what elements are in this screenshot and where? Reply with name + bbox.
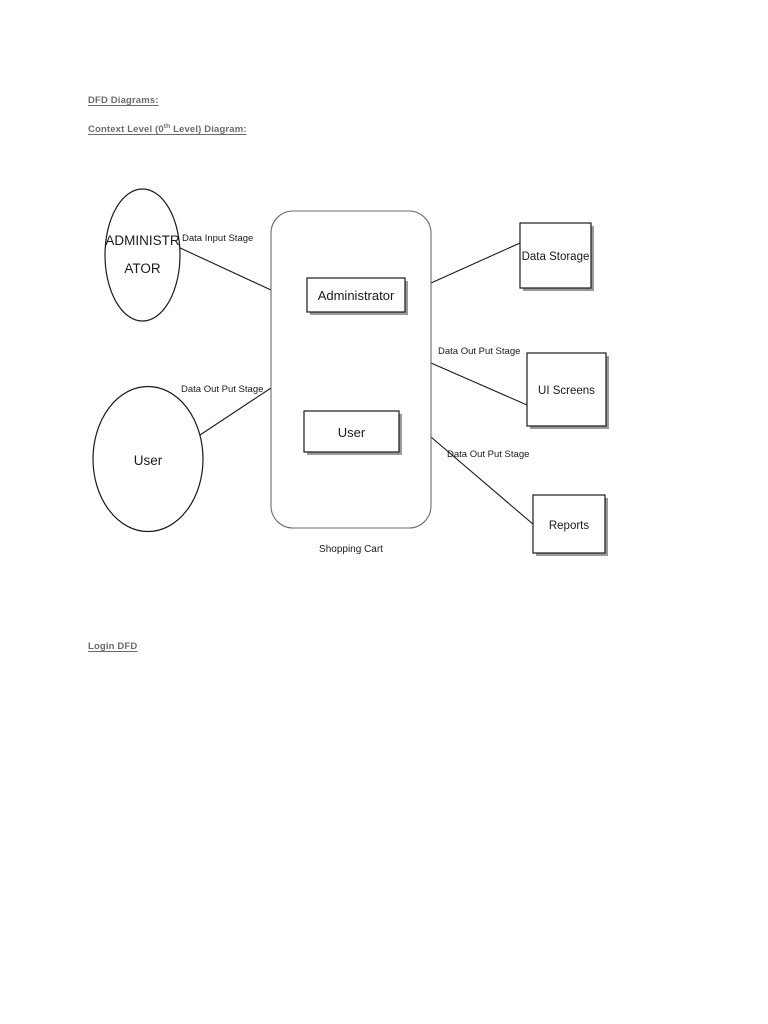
data-storage-box (519, 222, 592, 289)
flow-lines (177, 242, 535, 526)
flow-label-reports: Data Out Put Stage (447, 449, 529, 460)
data-storage-store[interactable]: Data Storage (519, 222, 594, 291)
context-heading-suffix: Level) Diagram: (170, 124, 247, 135)
user-process-label: User (338, 425, 366, 440)
flow-label-user-output: Data Out Put Stage (181, 384, 263, 395)
context-heading-prefix: Context Level (0 (88, 124, 164, 135)
user-entity-label: User (134, 453, 163, 468)
flow-line-ui-screens (430, 362, 528, 406)
context-heading-ordinal: th (163, 122, 171, 130)
flow-label-admin-input: Data Input Stage (182, 233, 253, 244)
flow-line-admin-input (177, 246, 272, 291)
administrator-entity-ellipse (104, 188, 181, 322)
flow-line-data-storage (430, 242, 521, 284)
administrator-entity-label-line1: ADMINISTR (105, 233, 180, 248)
login-dfd-heading: Login DFD (88, 641, 138, 652)
reports-label: Reports (549, 520, 590, 532)
user-entity-ellipse (92, 385, 204, 533)
administrator-process-box (306, 277, 406, 313)
ui-screens-store[interactable]: UI Screens (526, 352, 609, 429)
administrator-entity-label-line2: ATOR (124, 261, 161, 276)
ui-screens-label: UI Screens (538, 385, 595, 397)
shopping-cart-system[interactable]: Administrator User Shopping Cart (270, 210, 432, 555)
context-level-heading: Context Level (0th Level) Diagram: (88, 122, 247, 135)
user-entity[interactable]: User (92, 385, 204, 533)
ui-screens-box (526, 352, 607, 427)
flow-line-reports (430, 436, 535, 526)
administrator-entity[interactable]: ADMINISTR ATOR (104, 188, 181, 322)
data-storage-label: Data Storage (522, 251, 590, 263)
flow-label-ui-screens: Data Out Put Stage (438, 346, 520, 357)
administrator-process-label: Administrator (318, 288, 395, 303)
user-process-box (303, 410, 400, 453)
shopping-cart-boundary (270, 210, 432, 529)
dfd-diagrams-heading: DFD Diagrams: (88, 95, 159, 106)
reports-box (532, 494, 606, 554)
administrator-process[interactable]: Administrator (306, 277, 408, 315)
flow-line-user-output (199, 387, 272, 436)
reports-store[interactable]: Reports (532, 494, 608, 556)
user-process[interactable]: User (303, 410, 402, 455)
shopping-cart-caption: Shopping Cart (319, 544, 383, 555)
